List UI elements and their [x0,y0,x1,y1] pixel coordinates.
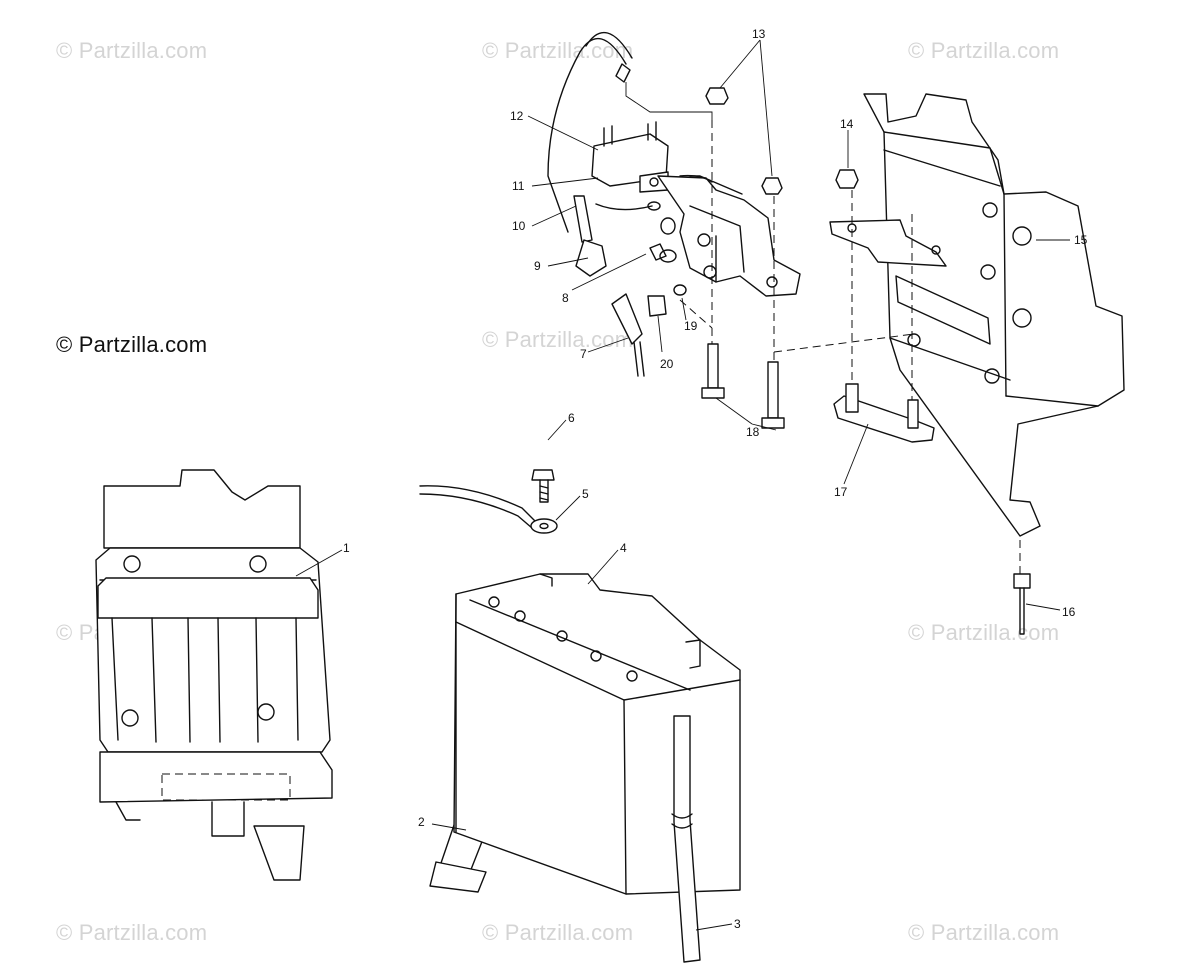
watermark: © Partzilla.com [482,920,634,945]
watermark: © Partzilla.com [56,920,208,945]
leader-lines [295,39,1070,931]
part-bracket [829,93,1125,537]
callout-12: 12 [510,109,524,123]
part-solenoid [573,174,801,297]
callout-8: 8 [562,291,569,305]
part-lower-cable [611,284,687,377]
part-cable-terminal [419,469,558,534]
callout-11: 11 [512,179,525,193]
callout-4: 4 [620,541,627,555]
part-rivet [1013,573,1031,635]
callout-14: 14 [840,117,854,131]
callout-5: 5 [582,487,589,501]
alignment-lines [679,120,1021,574]
watermark: © Partzilla.com [908,38,1060,63]
watermark: © Partzilla.com [482,327,634,352]
watermark: © Partzilla.com [56,38,208,63]
callout-15: 15 [1074,233,1088,247]
callout-20: 20 [660,357,674,371]
part-battery [453,573,741,895]
part-mount-plate [833,383,935,443]
callout-18: 18 [746,425,760,439]
part-bolts [701,343,785,429]
part-coil-wiring [547,31,713,233]
part-battery-holder [95,469,333,881]
callout-1: 1 [343,541,350,555]
watermark-main: © Partzilla.com [56,332,208,357]
callout-9: 9 [534,259,541,273]
callout-16: 16 [1062,605,1076,619]
watermark: © Partzilla.com [908,920,1060,945]
watermark: © Partzilla.com [908,620,1060,645]
callout-19: 19 [684,319,698,333]
part-vent-tube [671,715,701,963]
callout-2: 2 [418,815,425,829]
callout-7: 7 [580,347,587,361]
callout-10: 10 [512,219,526,233]
callout-6: 6 [568,411,575,425]
callout-labels: 1 2 3 4 5 6 7 8 9 10 11 12 13 14 15 16 1… [343,27,1088,931]
callout-13: 13 [752,27,766,41]
callout-17: 17 [834,485,848,499]
callout-3: 3 [734,917,741,931]
